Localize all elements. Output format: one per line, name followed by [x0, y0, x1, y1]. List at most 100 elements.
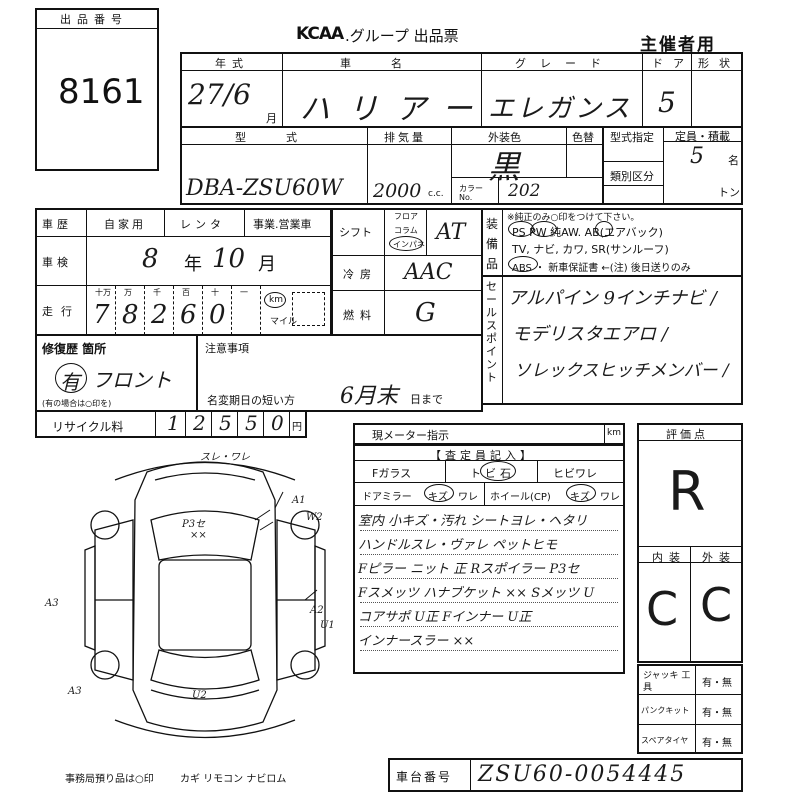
- accessories-box: [637, 664, 743, 754]
- remark-rule: [360, 554, 618, 555]
- jack-label: ジャッキ 工具: [643, 671, 691, 693]
- recycle-digit: 1: [167, 411, 180, 435]
- notes-label: 注意事項: [205, 342, 249, 355]
- sales-point-1: アルパイン 9インチナビ /: [508, 288, 717, 309]
- category-label: 類別区分: [610, 170, 654, 183]
- damage-mark: U2: [192, 690, 207, 701]
- model-label: 車名: [340, 57, 442, 70]
- sales-point-2: モデリスタエアロ /: [512, 324, 668, 345]
- column-label: コラム: [394, 226, 418, 235]
- month-unit-2: 月: [258, 254, 276, 275]
- puncture-label: パンクキット: [641, 706, 690, 715]
- damage-mark: P3セ: [182, 519, 206, 530]
- business-label: 事業.営業車: [253, 218, 312, 231]
- capacity-value: 5: [690, 144, 704, 169]
- color-no-value: 202: [508, 181, 541, 201]
- jack-value: 有・無: [702, 678, 732, 689]
- color-change-label: 色替: [572, 131, 594, 144]
- sales-point-label: セールスポイント: [486, 280, 497, 384]
- damage-mark: W2: [306, 512, 323, 523]
- recycle-digit: 5: [245, 411, 258, 435]
- puncture-value: 有・無: [702, 708, 732, 719]
- type-label: 型式: [235, 131, 337, 144]
- glass-label: Fガラス: [372, 467, 412, 480]
- mileage-digit-label: 百: [182, 288, 190, 297]
- remark-line: Fピラー ニット 正 Rスポイラー P3セ: [358, 562, 580, 577]
- recycle-digit: 2: [193, 411, 206, 435]
- damage-mark: スレ・ワレ: [200, 452, 250, 463]
- color-no-label: カラー No.: [459, 184, 483, 202]
- shaken-label: 車検: [42, 256, 72, 269]
- year-label: 年式: [215, 57, 249, 70]
- recycle-digit-cell: 0: [264, 411, 290, 437]
- mirror-label: ドアミラー: [362, 492, 412, 503]
- fuel-label: 燃料: [343, 309, 377, 322]
- shift-label: シフト: [339, 226, 372, 239]
- remark-line: 室内 小キズ・汚れ シートヨレ・ヘタリ: [358, 514, 588, 529]
- damage-mark: A3: [68, 686, 82, 697]
- displacement-value: 2000: [373, 180, 422, 202]
- interior-value: C: [646, 582, 679, 636]
- deadline-suffix: 日まで: [410, 393, 443, 406]
- remark-rule: [360, 650, 618, 651]
- damage-mark: U1: [320, 620, 335, 631]
- rental-label: レンタ: [180, 218, 225, 231]
- damage-mark: A3: [45, 598, 59, 609]
- remark-line: インナースラー ××: [358, 634, 475, 649]
- notes-box: [196, 334, 483, 412]
- floor-label: フロア: [394, 212, 418, 221]
- mileage-digit: 7: [93, 300, 110, 330]
- score-label: 評価点: [666, 428, 708, 441]
- equipment-note: ※純正のみ○印をつけて下さい。: [507, 213, 640, 223]
- shaken-month: 10: [212, 244, 246, 274]
- mirror-crack: ワレ: [458, 492, 478, 503]
- chassis-value: ZSU60-0054445: [478, 762, 687, 787]
- recycle-unit: 円: [292, 422, 302, 433]
- wheel-crack: ワレ: [600, 492, 620, 503]
- recycle-digit-cell: 5: [238, 411, 264, 437]
- repair-location: フロント: [92, 368, 172, 392]
- equipment-label: 装備品: [486, 217, 499, 271]
- score-value: R: [668, 460, 706, 523]
- recycle-digit-cell: 1: [160, 411, 186, 437]
- mileage-digit-label: 千: [153, 288, 161, 297]
- office-note: 事務局預り品は○印: [65, 774, 154, 785]
- remark-line: ハンドルスレ・ヴァレ ペットヒモ: [358, 538, 558, 553]
- mileage-digit-label: 万: [124, 288, 132, 297]
- remark-rule: [360, 626, 618, 627]
- repair-answer: 有: [60, 370, 80, 394]
- lot-number: 8161: [58, 72, 145, 112]
- color-value: 黒: [488, 148, 521, 186]
- displacement-label: 排気量: [384, 131, 426, 144]
- meter-km: km: [607, 428, 621, 438]
- doors-label: ドア: [652, 57, 694, 70]
- car-diagram: [84, 461, 326, 739]
- damage-mark: A1: [292, 495, 306, 506]
- grade-box: [637, 423, 743, 663]
- spare-label: スペアタイヤ: [641, 736, 689, 745]
- org-logo: KCAA: [296, 24, 344, 44]
- equipment-row-3: ABS ・ 新車保証書 ←(注) 後日送りのみ: [512, 263, 691, 274]
- damage-mark: ××: [190, 530, 207, 541]
- form-title: .グループ 出品票: [345, 27, 459, 45]
- lot-number-box: [35, 8, 159, 171]
- keys-list: カギ リモコン ナビロム: [180, 774, 287, 785]
- equipment-row-2: TV, ナビ, カワ, SR(サンルーフ): [512, 243, 669, 256]
- recycle-label: リサイクル料: [52, 420, 124, 434]
- recycle-box: [35, 410, 307, 438]
- sales-point-3: ソレックスヒッチメンバー /: [514, 361, 729, 381]
- month-unit: 月: [266, 112, 277, 125]
- recycle-digit-cell: 2: [186, 411, 212, 437]
- color-label: 外装色: [488, 131, 521, 144]
- mileage-digit: 0: [209, 300, 226, 330]
- spec-label: 型式指定: [610, 131, 654, 144]
- grade-value: エレガンス: [488, 94, 633, 124]
- mileage-digit-cell: 一: [232, 286, 261, 335]
- interior-label: 内装: [652, 551, 686, 564]
- shape-label: 形状: [698, 57, 740, 70]
- mileage-label: 走行: [42, 305, 80, 318]
